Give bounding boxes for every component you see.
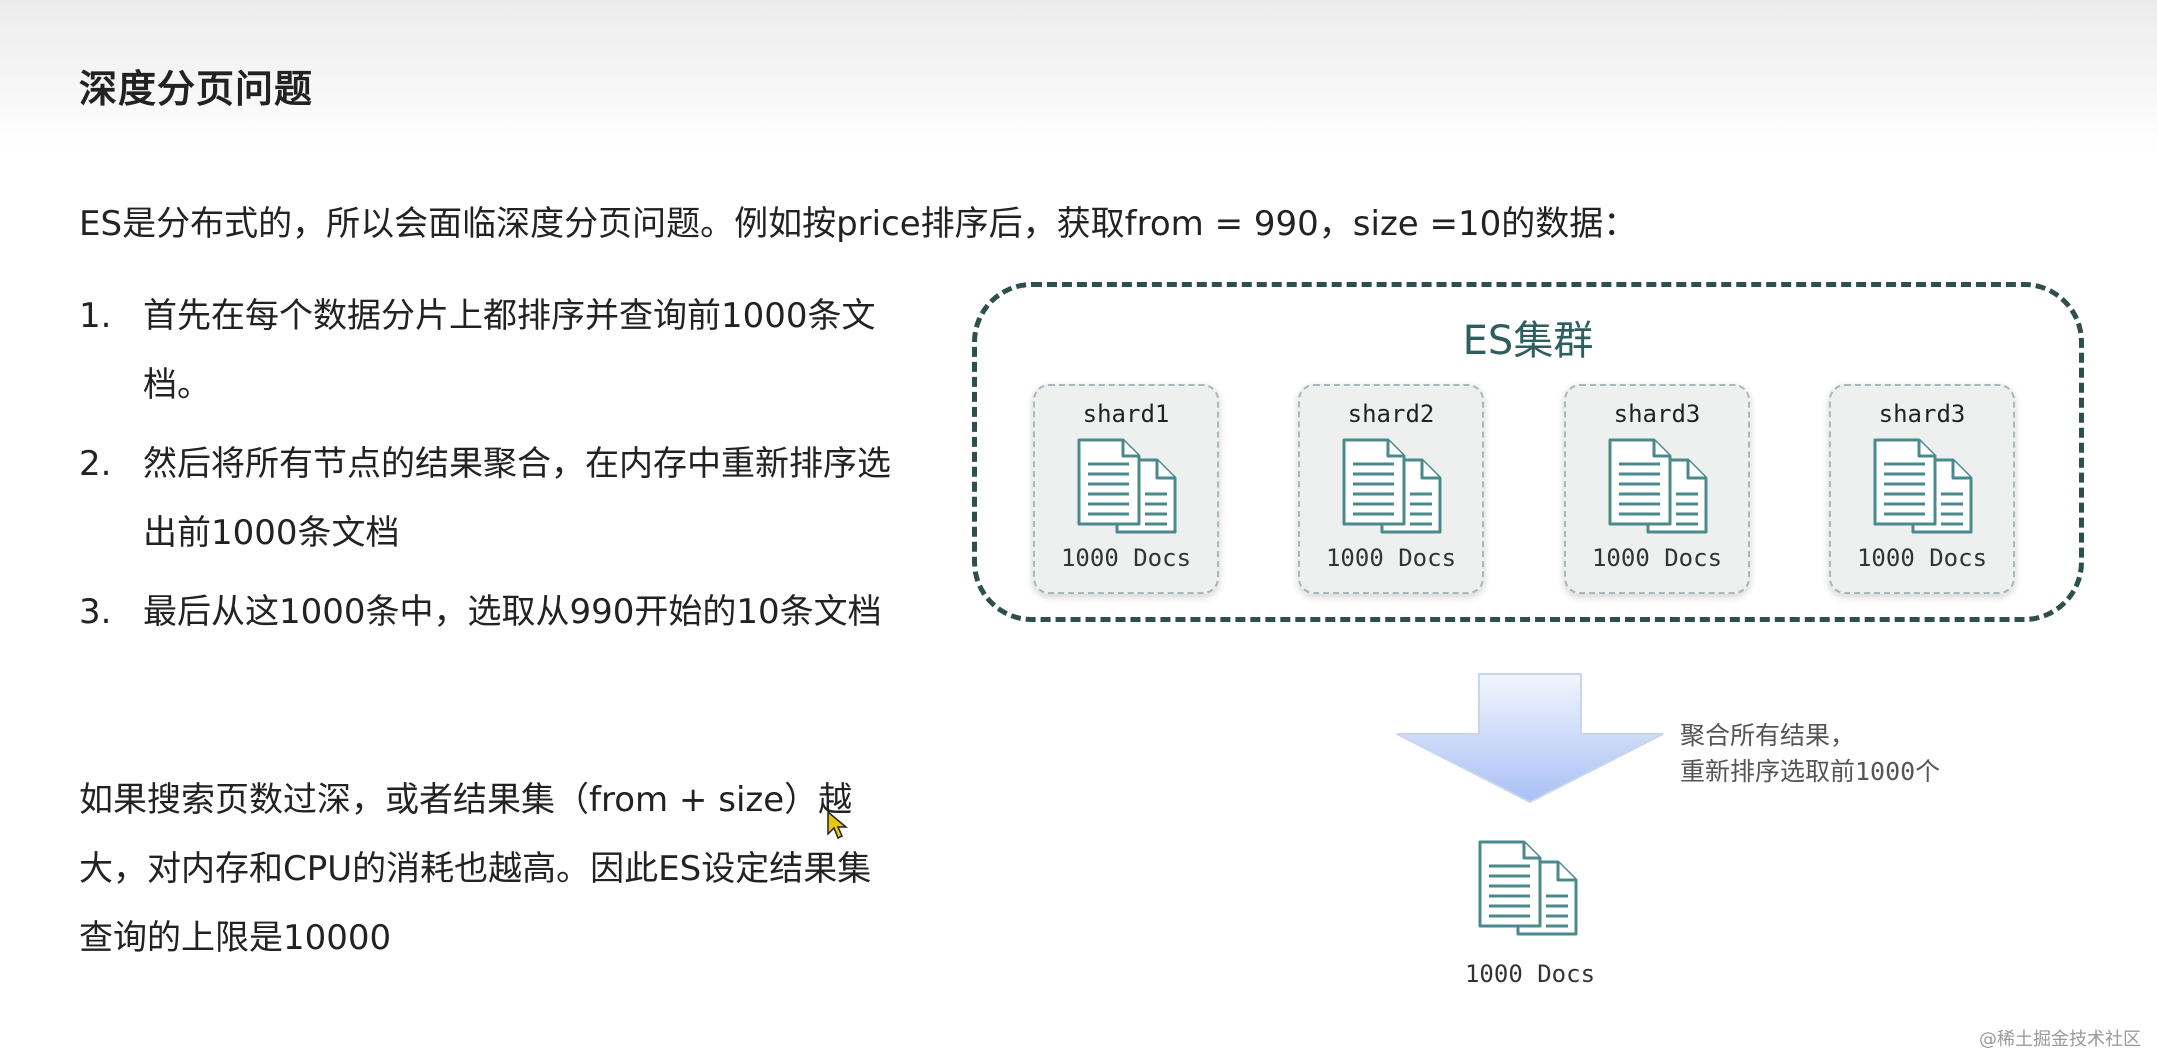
- down-arrow-icon: [1396, 673, 1664, 804]
- list-item: 2. 然后将所有节点的结果聚合，在内存中重新排序选出前1000条文档: [79, 430, 899, 568]
- list-item: 1. 首先在每个数据分片上都排序并查询前1000条文档。: [79, 282, 899, 420]
- shard-docs-count: 1000 Docs: [1856, 544, 1988, 572]
- shard-card: shard1 1000 Docs: [1033, 384, 1219, 594]
- list-item: 3. 最后从这1000条中，选取从990开始的10条文档: [79, 578, 899, 647]
- step-number: 1.: [79, 296, 112, 336]
- documents-icon: [1342, 438, 1442, 534]
- shard-name: shard2: [1347, 400, 1435, 428]
- aggregate-label-line: 聚合所有结果，: [1680, 721, 1856, 750]
- shard-docs-count: 1000 Docs: [1591, 544, 1723, 572]
- documents-icon: [1077, 438, 1177, 534]
- page-title: 深度分页问题: [79, 67, 314, 111]
- shard-card: shard2 1000 Docs: [1298, 384, 1484, 594]
- shard-name: shard3: [1613, 400, 1701, 428]
- documents-icon: [1873, 438, 1973, 534]
- step-number: 2.: [79, 444, 112, 484]
- documents-icon: [1608, 438, 1708, 534]
- shard-name: shard3: [1878, 400, 1966, 428]
- step-text: 首先在每个数据分片上都排序并查询前1000条文档。: [143, 296, 876, 405]
- step-text: 最后从这1000条中，选取从990开始的10条文档: [143, 592, 882, 632]
- es-cluster-box: [972, 282, 2084, 622]
- shard-docs-count: 1000 Docs: [1060, 544, 1192, 572]
- shard-name: shard1: [1082, 400, 1170, 428]
- header-band: [0, 0, 2157, 150]
- step-text: 然后将所有节点的结果聚合，在内存中重新排序选出前1000条文档: [143, 444, 891, 553]
- shard-docs-count: 1000 Docs: [1325, 544, 1457, 572]
- result-docs-count: 1000 Docs: [1464, 960, 1596, 988]
- steps-list: 1. 首先在每个数据分片上都排序并查询前1000条文档。 2. 然后将所有节点的…: [79, 282, 899, 657]
- watermark: @稀土掘金技术社区: [1979, 1029, 2141, 1050]
- intro-text: ES是分布式的，所以会面临深度分页问题。例如按price排序后，获取from =…: [79, 204, 1638, 244]
- step-number: 3.: [79, 592, 112, 632]
- shard-card: shard3 1000 Docs: [1564, 384, 1750, 594]
- aggregate-label: 聚合所有结果， 重新排序选取前1000个: [1680, 718, 1940, 790]
- aggregate-label-line: 重新排序选取前1000个: [1680, 757, 1941, 786]
- cluster-title: ES集群: [1462, 318, 1594, 364]
- limit-note: 如果搜索页数过深，或者结果集（from + size）越大，对内存和CPU的消耗…: [79, 780, 872, 958]
- mouse-cursor-icon: [827, 810, 848, 840]
- shard-card: shard3 1000 Docs: [1829, 384, 2015, 594]
- documents-icon: [1478, 840, 1578, 936]
